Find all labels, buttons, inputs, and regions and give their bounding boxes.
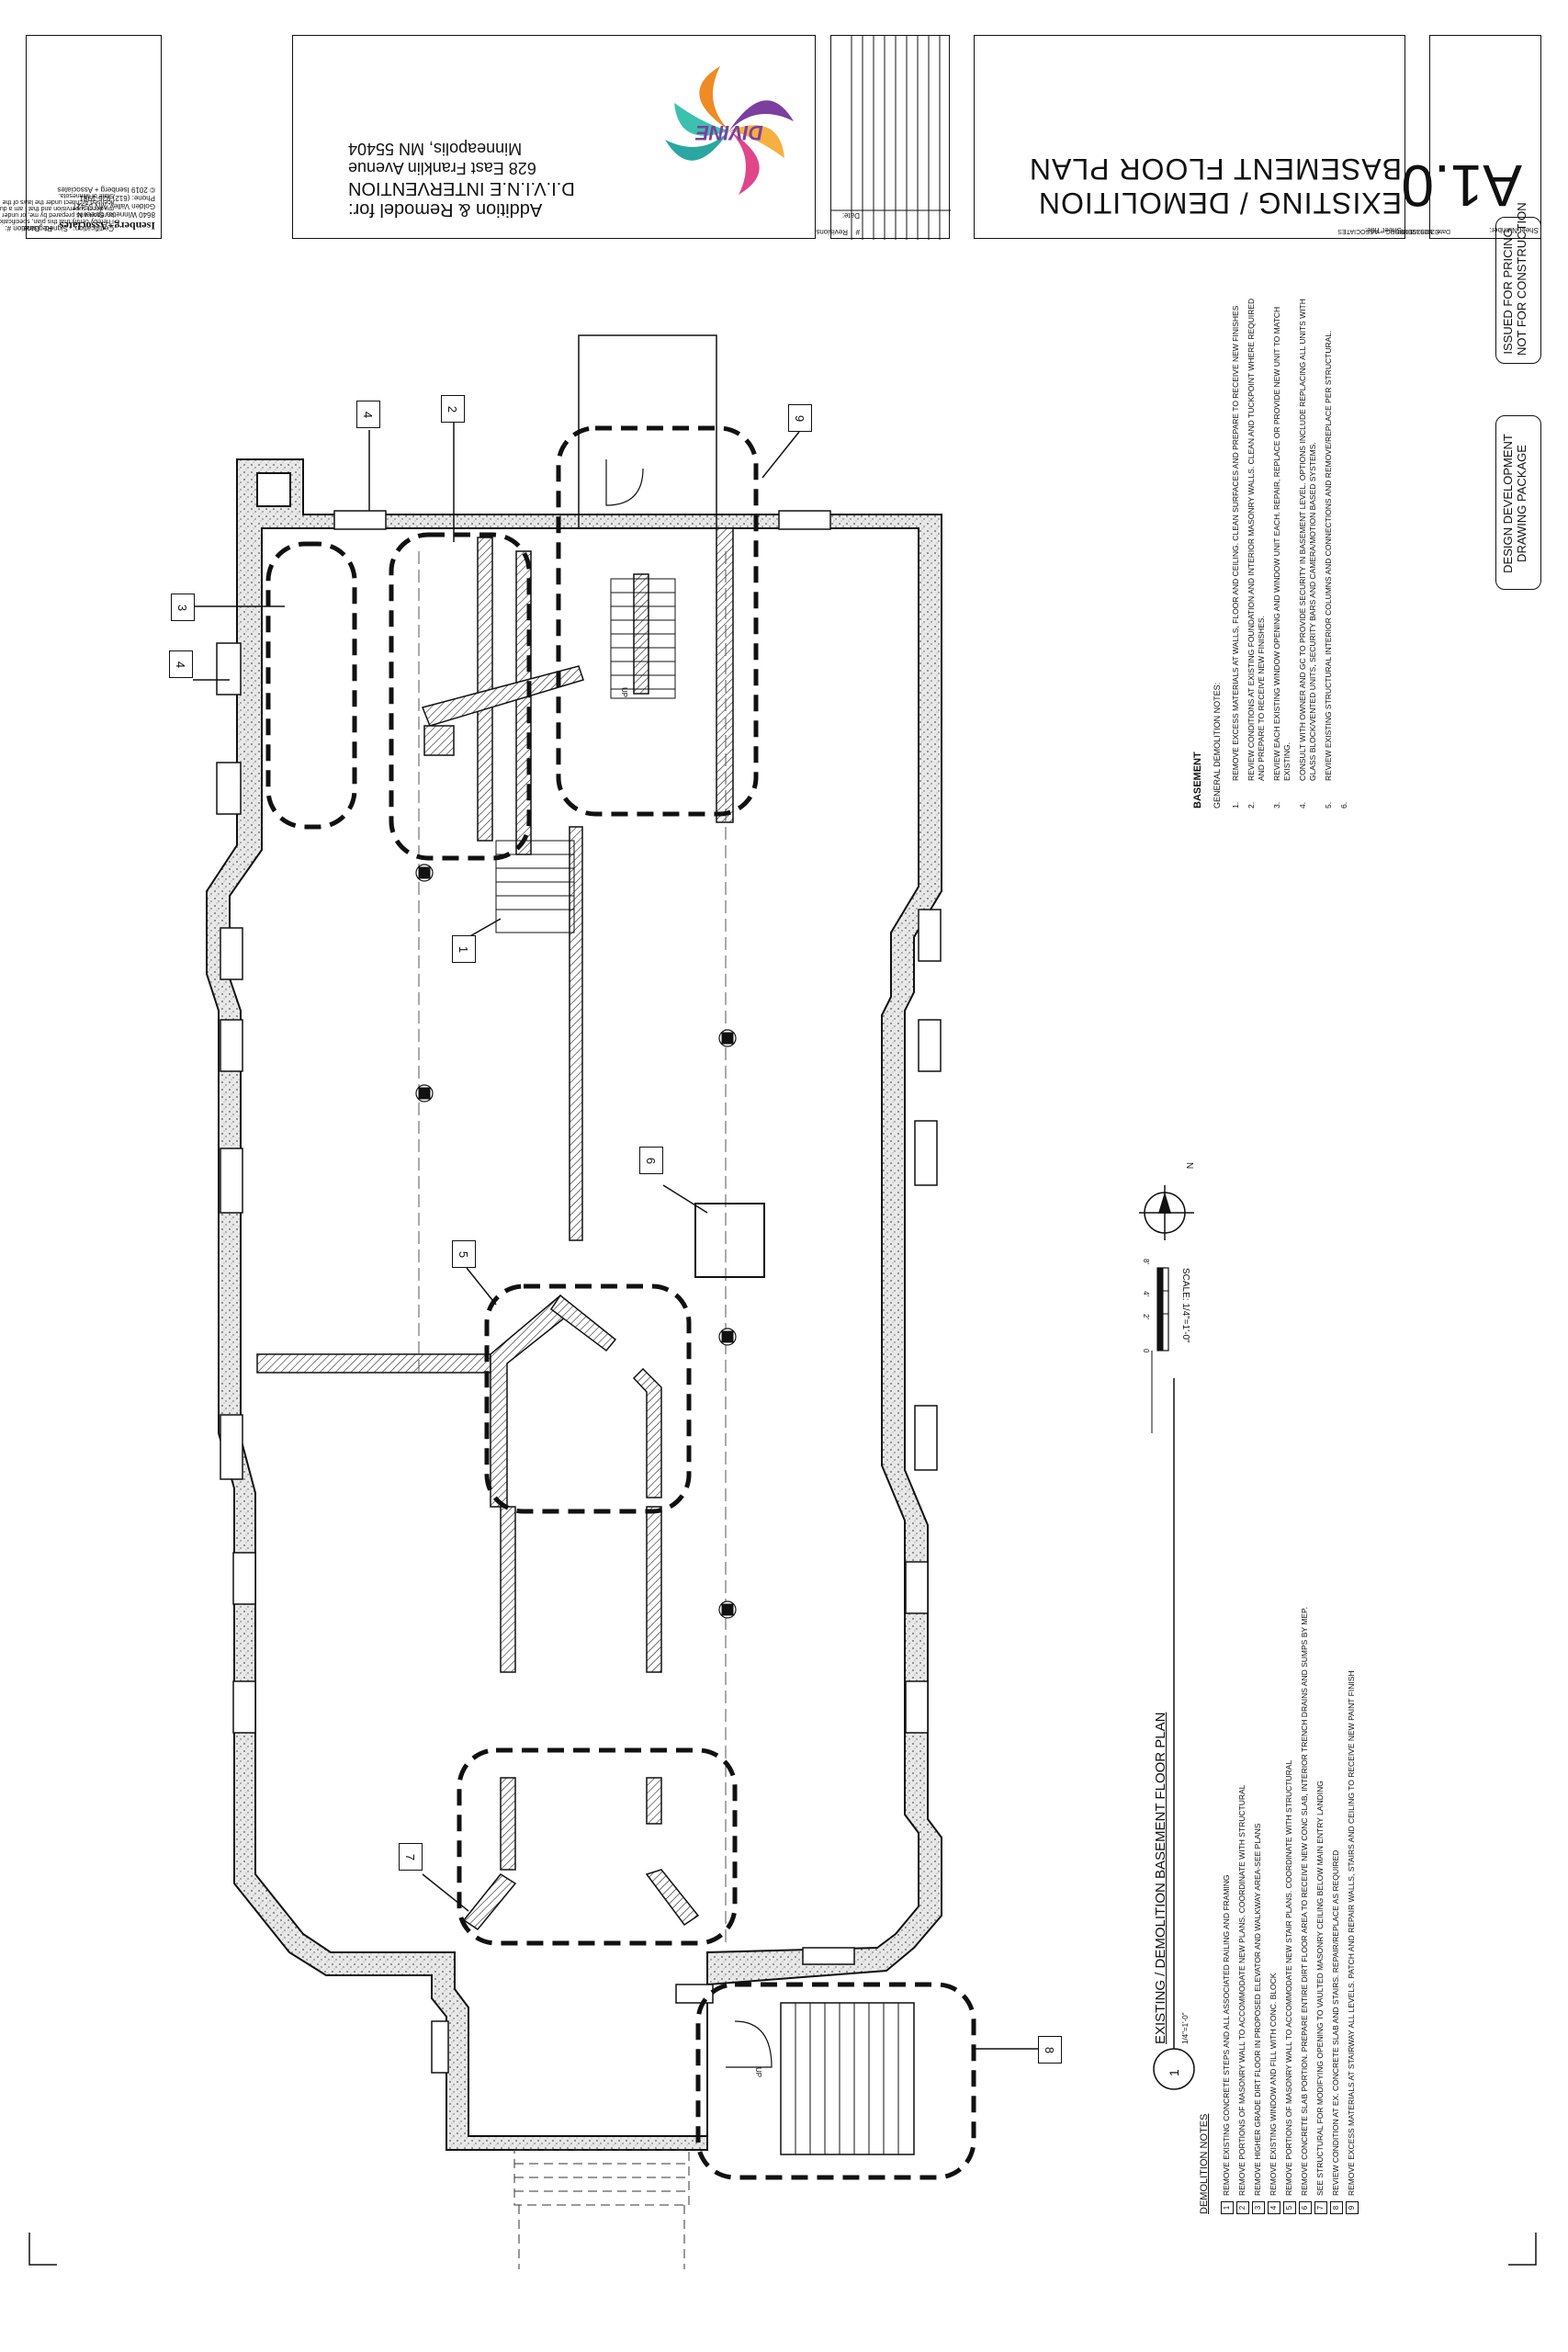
keynote-tag-5: 5 [452,1240,476,1268]
demolition-note-number: 5 [1283,2201,1296,2214]
logo-text: DIVINE [694,121,763,144]
keynote-tag-1: 1 [452,935,476,963]
demolition-note-item: 5 REMOVE PORTIONS OF MASONRY WALL TO ACCO… [1283,1204,1296,2214]
demolition-note-text: REMOVE EXCESS MATERIALS AT STAIRWAY ALL … [1347,1670,1356,2196]
north-arrow-icon [1139,1185,1194,1240]
scale-tick-8: 8' [1142,1259,1150,1264]
exterior-steps-dashed [513,2149,690,2269]
slab-removal-area [694,1203,765,1278]
general-note-item: 4. CONSULT WITH OWNER AND GC TO PROVIDE S… [1298,294,1318,808]
demolition-note-number: 4 [1268,2201,1280,2214]
north-label: N [1184,1162,1194,1170]
demolition-note-text: REMOVE EXISTING CONCRETE STEPS AND ALL A… [1222,1874,1231,2196]
demolition-note-item: 7 SEE STRUCTURAL FOR MODIFYING OPENING TO… [1314,1204,1327,2214]
demolition-note-number: 9 [1346,2201,1359,2214]
sheet-title-block: Sheet Title: EXISTING / DEMOLITION BASEM… [974,35,1405,239]
keynote-tag-4a: 4 [356,401,380,428]
keynote-tag-2: 2 [441,395,465,423]
demolition-clouds [265,425,976,2180]
drawing-title-graphic [1153,1378,1195,2090]
scale-label: SCALE: 1/4"=1'-0" [1180,1268,1190,1343]
scale-tick-0: 0 [1142,1349,1150,1353]
demolition-note-number: 7 [1314,2201,1327,2214]
keynote-tag-3: 3 [171,594,195,621]
demolition-note-item: 9 REMOVE EXCESS MATERIALS AT STAIRWAY ALL… [1346,1204,1359,2214]
general-note-item: 6. [1339,294,1349,808]
demolition-note-text: SEE STRUCTURAL FOR MODIFYING OPENING TO … [1315,1781,1325,2196]
drawing-title: EXISTING / DEMOLITION BASEMENT FLOOR PLA… [1153,1712,1168,2044]
scale-tick-4: 4' [1142,1291,1150,1296]
general-notes: BASEMENT GENERAL DEMOLITION NOTES: 1. REM… [1192,294,1355,808]
general-note-number: 3. [1272,801,1281,808]
keynote-tag-7: 7 [399,1843,423,1871]
demolition-note-item: 4 REMOVE EXISTING WINDOW AND FILL WITH CO… [1268,1204,1280,2214]
firm-block: Isenberg+Associates 8640 Winnetka Street… [0,35,162,239]
drawing-scale-note: 1/4"=1'-0" [1181,2012,1190,2044]
general-note-number: 1. [1231,801,1240,808]
demolition-note-number: 8 [1330,2201,1343,2214]
stair-up-label: UP [620,687,628,698]
general-note-text: REVIEW EXISTING STRUCTURAL INTERIOR COLU… [1324,330,1333,781]
demolition-note-item: 2 REMOVE PORTIONS OF MASONRY WALL TO ACCO… [1236,1204,1249,2214]
stamp-issued-for-pricing: ISSUED FOR PRICING NOT FOR CONSTRUCTION [1495,202,1541,364]
front-stair [726,2002,915,2155]
demolition-note-text: REVIEW CONDITION AT EX. CONCRETE SLAB AN… [1331,1849,1340,2196]
window-openings [216,510,942,2074]
demolition-note-text: REMOVE EXISTING WINDOW AND FILL WITH CON… [1269,1973,1278,2196]
project-block: DIVINE Addition & Remodel for: D.I.V.I.N… [292,35,816,239]
general-note-number: 6. [1339,801,1348,808]
demolition-note-item: 6 REMOVE CONCRETE SLAB PORTION. PREPARE E… [1299,1204,1312,2214]
keynote-tag-4b: 4 [169,650,193,678]
front-stair-up-label: UP [754,2067,762,2078]
revisions-block: Revisions: # Date: [814,35,951,240]
demolition-note-number: 2 [1236,2201,1249,2214]
keynote-tag-8: 8 [1038,2036,1062,2064]
structural-columns [415,864,737,1619]
demolition-note-text: REMOVE CONCRETE SLAB PORTION. PREPARE EN… [1300,1607,1309,2196]
general-note-item: 2. REVIEW CONDITIONS AT EXISTING FOUNDATI… [1247,294,1267,808]
general-note-number: 5. [1324,801,1333,808]
general-notes-list: 1. REMOVE EXCESS MATERIALS AT WALLS, FLOO… [1231,294,1349,808]
stamp-design-development: DESIGN DEVELOPMENT DRAWING PACKAGE [1495,415,1541,590]
general-notes-heading: BASEMENT [1192,752,1203,808]
demolition-note-text: REMOVE HIGHER GRADE DIRT FLOOR IN PROPOS… [1253,1823,1262,2196]
demolition-note-text: REMOVE PORTIONS OF MASONRY WALL TO ACCOM… [1284,1759,1293,2196]
general-note-text: REMOVE EXCESS MATERIALS AT WALLS, FLOOR … [1231,305,1240,781]
general-note-text: CONSULT WITH OWNER AND GC TO PROVIDE SEC… [1298,299,1317,781]
scale-bar [1151,1267,1169,1433]
general-note-item: 5. REVIEW EXISTING STRUCTURAL INTERIOR CO… [1324,294,1334,808]
sheet-number-block: Sheet Number: A1.0 Date: 10/02/2019 ©201… [1337,35,1541,239]
general-note-item: 3. REVIEW EACH EXISTING WINDOW OPENING AN… [1272,294,1292,808]
general-note-text: REVIEW CONDITIONS AT EXISTING FOUNDATION… [1247,298,1266,781]
general-note-number: 2. [1247,801,1256,808]
interior-stair-small [495,840,575,933]
demolition-note-item: 3 REMOVE HIGHER GRADE DIRT FLOOR IN PROPO… [1252,1204,1265,2214]
scale-tick-2: 2' [1142,1314,1150,1319]
keynote-tag-9: 9 [788,404,812,432]
demolition-notes: DEMOLITION NOTES 1 REMOVE EXISTING CONCRE… [1199,1204,1361,2214]
keynote-tag-6: 6 [639,1147,663,1174]
general-note-text: REVIEW EACH EXISTING WINDOW OPENING AND … [1272,306,1292,781]
demolition-note-number: 6 [1299,2201,1312,2214]
drawing-number: 1 [1167,2069,1181,2076]
tag-leaders [193,423,1038,2050]
demolition-notes-heading: DEMOLITION NOTES [1199,2113,1210,2214]
interior-masonry-walls [256,527,734,1931]
demolition-note-text: REMOVE PORTIONS OF MASONRY WALL TO ACCOM… [1237,1784,1247,2196]
demolition-note-number: 3 [1252,2201,1265,2214]
general-notes-subheading: GENERAL DEMOLITION NOTES: [1213,682,1222,808]
foundation-wall [206,458,942,2151]
general-note-number: 4. [1298,801,1307,808]
demolition-note-item: 1 REMOVE EXISTING CONCRETE STEPS AND ALL … [1221,1204,1234,2214]
demolition-note-number: 1 [1221,2201,1234,2214]
divine-logo: DIVINE [665,66,794,195]
center-lines [418,551,727,1948]
demolition-note-item: 8 REVIEW CONDITION AT EX. CONCRETE SLAB A… [1330,1204,1343,2214]
general-note-item: 1. REMOVE EXCESS MATERIALS AT WALLS, FLOO… [1231,294,1241,808]
demolition-notes-list: 1 REMOVE EXISTING CONCRETE STEPS AND ALL … [1221,1204,1359,2214]
